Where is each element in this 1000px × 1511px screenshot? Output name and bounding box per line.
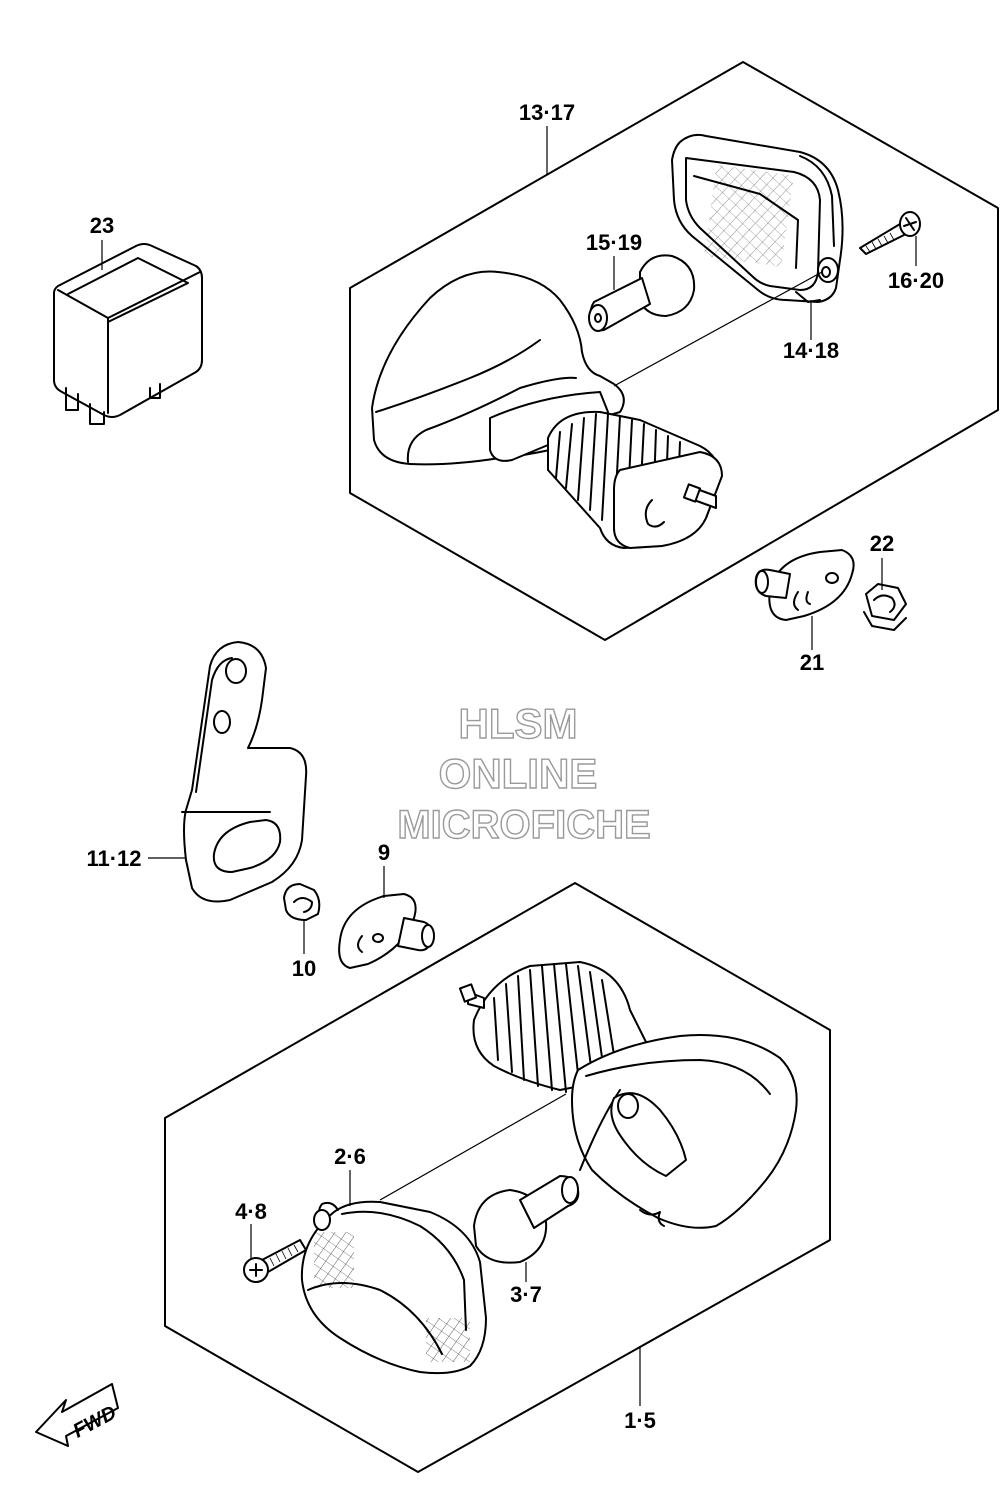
- watermark-line-1: HLSM: [459, 700, 578, 747]
- rear-nut-part-22[interactable]: [863, 583, 907, 631]
- leader-lines: [101, 126, 917, 1406]
- label-part-23: 23: [90, 213, 114, 238]
- label-part-22: 22: [870, 531, 894, 556]
- front-signal-assembly-box: [164, 882, 831, 1473]
- label-part-9: 9: [378, 840, 390, 865]
- label-part-10: 10: [292, 956, 316, 981]
- front-bulb-part-3-7[interactable]: [473, 1175, 580, 1264]
- front-signal-stalk-part-1-5[interactable]: [458, 961, 798, 1229]
- front-assembly-guide-line: [379, 1093, 567, 1201]
- front-screw-part-4-8[interactable]: [243, 1239, 307, 1283]
- label-part-14-18: 14·18: [783, 338, 839, 363]
- front-cushion-part-9[interactable]: [338, 893, 435, 969]
- label-part-3-7: 3·7: [510, 1282, 542, 1307]
- rear-screw-part-16-20[interactable]: [859, 211, 921, 255]
- label-part-11-12: 11·12: [86, 846, 141, 871]
- watermark: HLSM ONLINE MICROFICHE: [397, 699, 652, 847]
- label-part-21: 21: [800, 650, 824, 675]
- rear-turn-signal-lens-part-13-17[interactable]: [671, 133, 844, 303]
- bracket-part-11-12[interactable]: [181, 641, 308, 903]
- label-part-4-8: 4·8: [235, 1199, 267, 1224]
- rear-cushion-part-21[interactable]: [754, 549, 855, 621]
- label-part-1-5: 1·5: [624, 1408, 656, 1433]
- watermark-line-2: ONLINE: [439, 750, 598, 797]
- label-part-13-17: 13·17: [519, 100, 575, 125]
- forward-direction-arrow-icon: FWD: [35, 1383, 120, 1447]
- rear-bulb-part-15-19[interactable]: [588, 254, 696, 332]
- rear-signal-stalk-part-13-17[interactable]: [371, 270, 723, 549]
- front-lens-part-2-6[interactable]: [300, 1200, 487, 1375]
- rear-signal-assembly-box: [349, 61, 999, 641]
- label-part-2-6: 2·6: [334, 1144, 366, 1169]
- part-labels: 23 13·17 15·19 16·20 14·18 22 21 11·12 9…: [86, 100, 944, 1433]
- label-part-15-19: 15·19: [586, 230, 642, 255]
- grommet-part-10[interactable]: [283, 883, 321, 921]
- watermark-line-3: MICROFICHE: [397, 803, 650, 847]
- label-part-16-20: 16·20: [888, 268, 944, 293]
- relay-part-23[interactable]: [53, 243, 203, 425]
- rear-assembly-guide-line: [613, 271, 823, 387]
